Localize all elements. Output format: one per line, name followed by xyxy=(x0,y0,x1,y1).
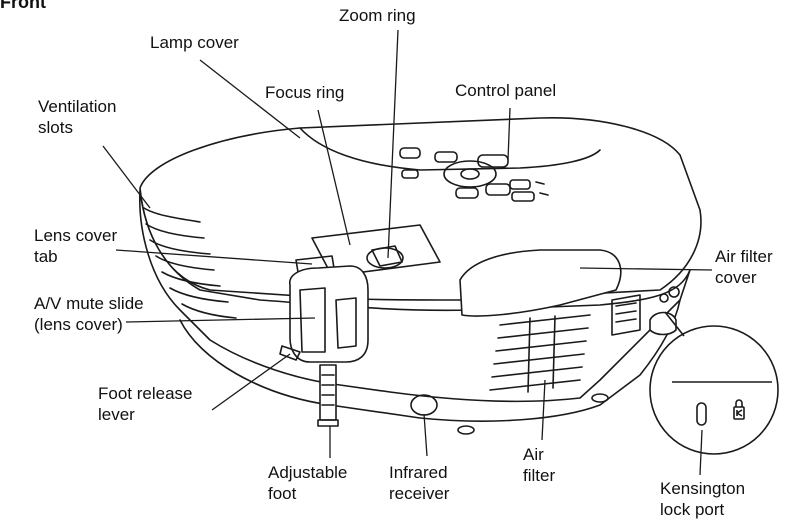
leader-air-filter-cover xyxy=(579,267,713,271)
leader-focus-ring xyxy=(317,109,351,246)
leader-zoom-ring xyxy=(387,29,399,259)
label-control-panel: Control panel xyxy=(455,81,557,100)
leader-foot-release-lever xyxy=(211,353,291,411)
kensington-callout xyxy=(649,311,779,455)
label-av-mute-slide: A/V mute slide (lens cover) xyxy=(34,294,144,334)
label-air-filter-cover: Air filter cover xyxy=(715,247,773,287)
label-air-filter: Air filter xyxy=(523,445,556,485)
label-foot-release-lever: Foot release lever xyxy=(98,384,193,424)
label-lens-cover-tab: Lens cover tab xyxy=(34,226,118,266)
leader-ventilation-slots xyxy=(102,145,151,209)
leader-control-panel xyxy=(507,107,511,161)
projector-bottom-body xyxy=(179,299,681,422)
label-kensington-lock-port: Kensington lock port xyxy=(660,479,746,519)
label-zoom-ring: Zoom ring xyxy=(339,6,416,25)
leader-kensington-lock-port xyxy=(699,429,703,476)
projector-front-face xyxy=(138,189,691,403)
label-adjustable-foot: Adjustable foot xyxy=(268,463,348,503)
label-focus-ring: Focus ring xyxy=(265,83,345,102)
kensington-lock-icon xyxy=(733,399,745,420)
leader-air-filter xyxy=(541,379,546,441)
leader-lamp-cover xyxy=(199,59,301,139)
leader-infrared-receiver xyxy=(423,413,428,457)
leader-lens-cover-tab xyxy=(115,249,313,265)
label-ventilation-slots: Ventilation slots xyxy=(38,97,117,137)
label-lamp-cover: Lamp cover xyxy=(150,33,239,52)
diagram-title: Front xyxy=(0,0,46,12)
label-infrared-receiver: Infrared receiver xyxy=(389,463,450,503)
leader-av-mute-slide xyxy=(125,317,316,323)
